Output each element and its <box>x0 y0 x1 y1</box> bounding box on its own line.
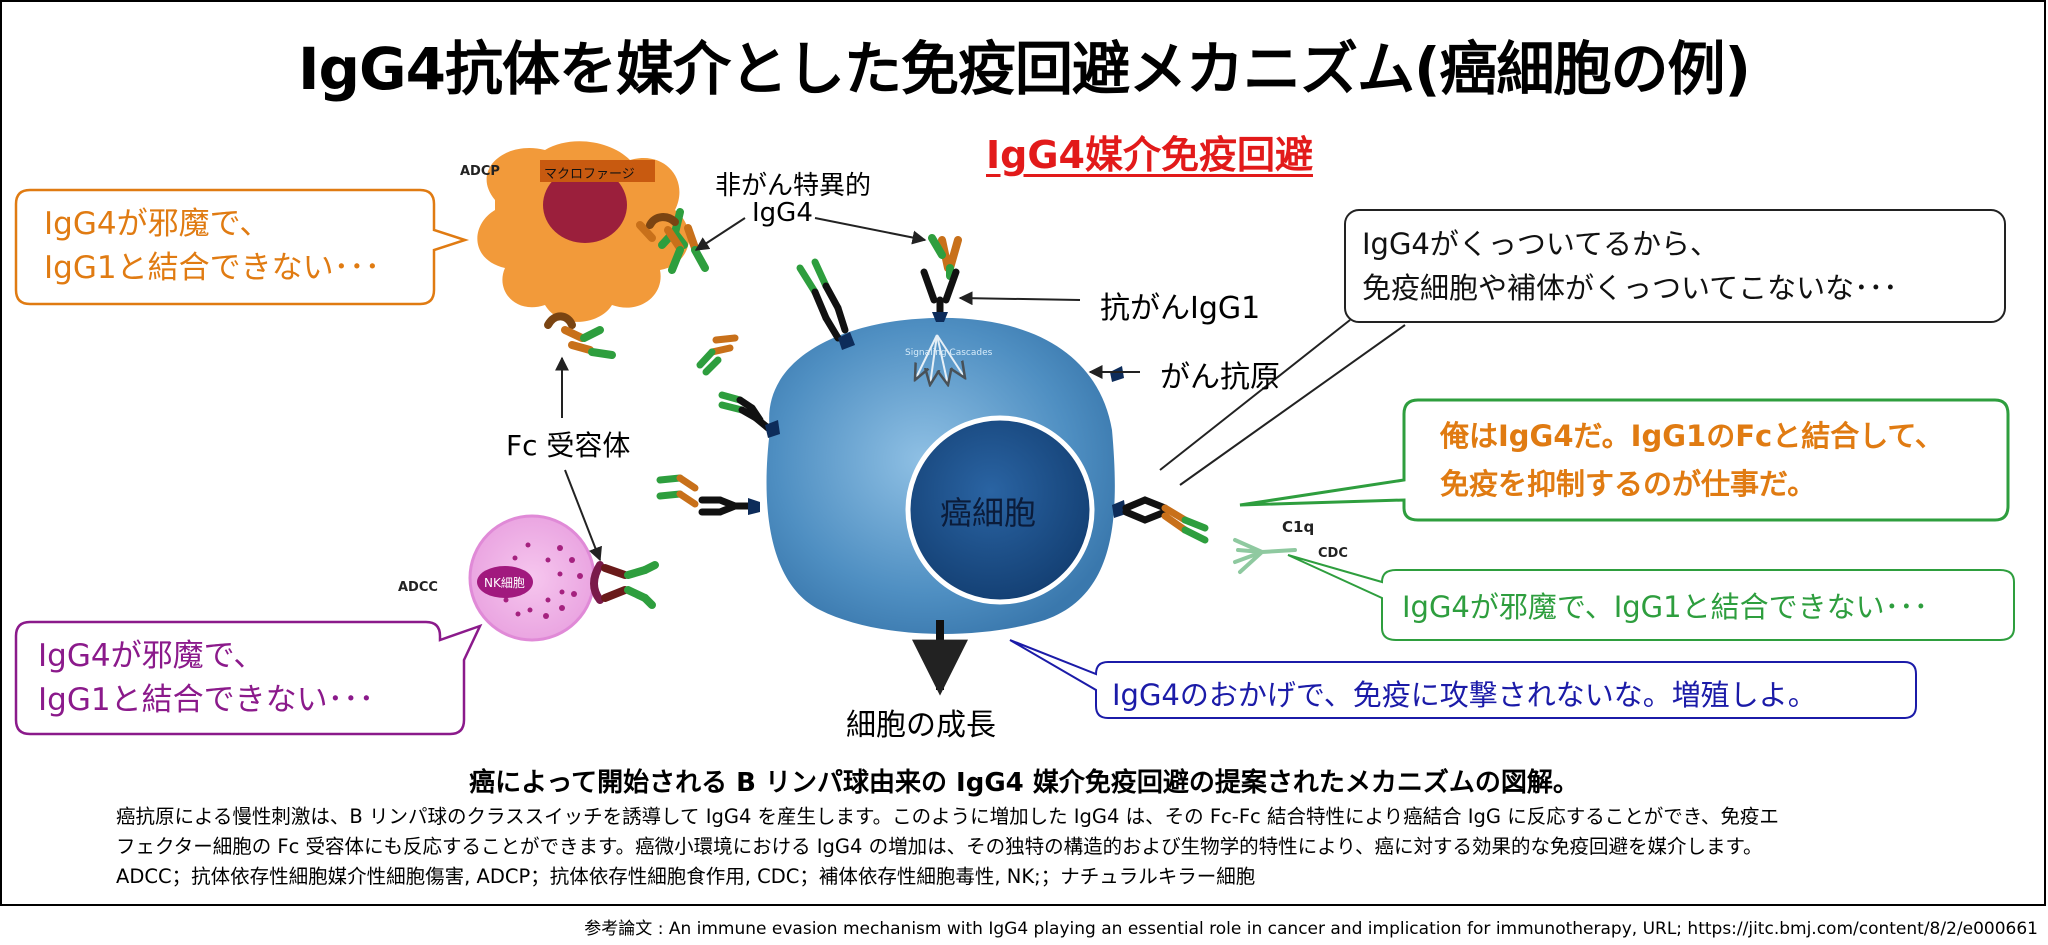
cancer-cell-nucleus <box>905 415 1095 605</box>
caption-line-3: ADCC；抗体依存性細胞媒介性細胞傷害, ADCP；抗体依存性細胞食作用, CD… <box>116 865 1256 888</box>
cancer-antigen-label: がん抗原 <box>1160 360 1280 395</box>
bubble-igg4-voice-shape <box>1239 398 2010 522</box>
bubble-macrophage-text: IgG4が邪魔で、 IgG1と結合できない･･･ <box>44 202 380 290</box>
caption-line-1: 癌抗原による慢性刺激は、B リンパ球のクラススイッチを誘導して IgG4 を産生… <box>116 805 1779 828</box>
antigen-top <box>932 312 948 322</box>
bubble-igg4-voice-line-2: 免疫を抑制するのが仕事だ。 <box>1440 467 1817 501</box>
caption-line-2: フェクター細胞の Fc 受容体にも反応することができます。癌微小環境における I… <box>116 835 1763 858</box>
nonspecific-label-1: 非がん特異的 <box>715 171 872 201</box>
bubble-complement-text: IgG4が邪魔で、IgG1と結合できない･･･ <box>1402 584 1928 626</box>
bubble-nk-line-2: IgG1と結合できない･･･ <box>38 682 375 718</box>
macrophage-label: マクロファージ <box>544 167 635 182</box>
bubble-macrophage-line-2: IgG1と結合できない･･･ <box>44 250 381 286</box>
adcp-label: ADCP <box>460 164 500 179</box>
nonspecific-label-2: IgG4 <box>752 198 813 228</box>
bubble-macrophage-line-1: IgG4が邪魔で、 <box>44 206 271 242</box>
bubble-complement-shape <box>1287 554 2015 641</box>
connector-top-right <box>1179 324 1406 486</box>
cancer-cell-label: 癌細胞 <box>940 494 1037 532</box>
macrophage-label-box <box>540 160 655 182</box>
igg4-igg1-left <box>656 474 754 516</box>
receptor-bound-igg4-upper <box>646 213 709 274</box>
antigen-mid-left <box>765 420 780 438</box>
bubble-evasion-shape <box>1009 639 1917 719</box>
bubble-igg4-voice-text: 俺はIgG4だ。IgG1のFcと結合して、 免疫を抑制するのが仕事だ。 <box>1440 412 1944 508</box>
nk-receptor-igg4 <box>590 561 659 609</box>
receptor-bound-igg4-lower <box>544 312 616 359</box>
igg4-free-top <box>928 234 962 280</box>
igg4-free-upper-left <box>696 334 739 376</box>
bubble-nk-line-1: IgG4が邪魔で、 <box>38 638 265 674</box>
fc-receptor-label: Fc 受容体 <box>506 429 631 462</box>
figure-frame <box>0 0 2046 906</box>
bubble-top-right-line-1: IgG4がくっついてるから、 <box>1362 227 1720 261</box>
page-title: IgG4抗体を媒介とした免疫回避メカニズム(癌細胞の例) <box>297 35 1751 103</box>
igg1-top <box>920 268 960 316</box>
cdc-label: CDC <box>1318 546 1348 561</box>
nk-label: NK細胞 <box>484 576 525 590</box>
adcc-label: ADCC <box>398 580 438 595</box>
macrophage-nucleus <box>543 167 627 243</box>
bubble-nk-shape <box>14 620 483 736</box>
arrow-nonspecific-to-macrophage <box>694 217 746 251</box>
connector-top-right-2 <box>1159 319 1351 471</box>
igg4-igg1-mid-left <box>718 391 772 432</box>
bubble-top-right-text: IgG4がくっついてるから、 免疫細胞や補体がくっついてこないな･･･ <box>1362 222 1898 310</box>
bubble-igg4-voice-line-1: 俺はIgG4だ。IgG1のFcと結合して、 <box>1440 419 1944 453</box>
bubble-complement-line-1: IgG4が邪魔で、IgG1と結合できない･･･ <box>1402 590 1929 624</box>
arrow-anti-cancer-igg1 <box>958 291 1081 306</box>
antigen-upper-left <box>838 332 855 350</box>
diagram-artwork <box>14 141 2015 736</box>
signaling-rays-icon <box>915 334 965 385</box>
c1q-label: C1q <box>1282 518 1315 536</box>
bubble-top-right-line-2: 免疫細胞や補体がくっついてこないな･･･ <box>1362 271 1898 305</box>
c1q-icon <box>1233 538 1297 574</box>
antigen-right <box>1112 500 1126 518</box>
bubble-macrophage-shape <box>14 188 470 306</box>
nk-label-box <box>477 566 533 598</box>
reference-citation: 参考論文 : An immune evasion mechanism with … <box>584 919 2038 939</box>
bubble-evasion-text: IgG4のおかげで、免疫に攻撃されないな。増殖しよ。 <box>1112 672 1817 714</box>
antigen-right-upper <box>1110 366 1124 382</box>
antigen-left <box>748 498 760 515</box>
caption-title: 癌によって開始される B リンパ球由来の IgG4 媒介免疫回避の提案されたメカ… <box>469 768 1579 798</box>
bubble-nk-text: IgG4が邪魔で、 IgG1と結合できない･･･ <box>38 634 374 722</box>
diagram-subtitle: IgG4媒介免疫回避 <box>986 133 1313 177</box>
igg4-igg1-upper-left <box>796 258 849 342</box>
igg1-igg4-right <box>1122 496 1209 544</box>
arrow-fc-receptor-down <box>564 469 602 562</box>
arrow-nonspecific-to-free <box>814 217 927 245</box>
nk-granules <box>503 542 583 619</box>
signaling-label: Signaling Cascades <box>905 348 993 358</box>
bubble-top-right-shape <box>1344 209 2006 323</box>
anti-cancer-igg1-label: 抗がんIgG1 <box>1100 291 1261 326</box>
cell-growth-label: 細胞の成長 <box>846 708 996 743</box>
bubble-evasion-line-1: IgG4のおかげで、免疫に攻撃されないな。増殖しよ。 <box>1112 678 1817 712</box>
